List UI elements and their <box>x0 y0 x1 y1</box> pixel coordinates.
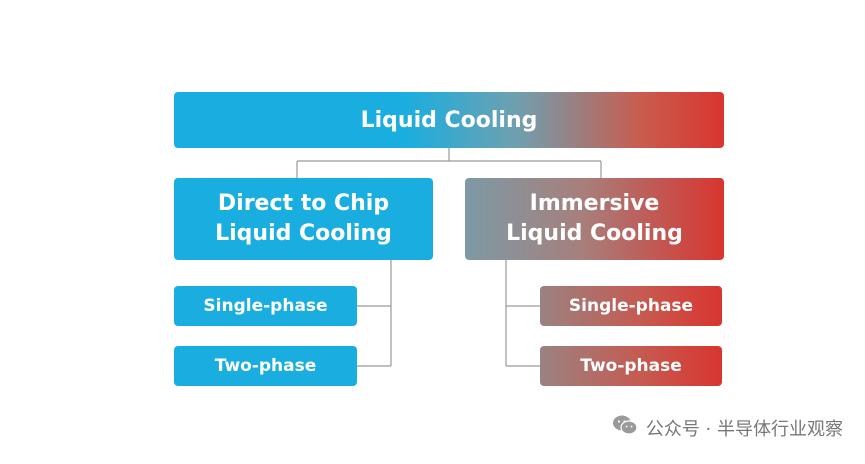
dtc-single-phase-node: Single-phase <box>174 286 357 326</box>
direct-to-chip-node: Direct to Chip Liquid Cooling <box>174 178 433 260</box>
imm-two-phase-node: Two-phase <box>540 346 722 386</box>
imm-single-phase-node: Single-phase <box>540 286 722 326</box>
watermark-text: 公众号 · 半导体行业观察 <box>645 418 843 440</box>
imm-two-phase-label: Two-phase <box>580 356 682 376</box>
immersive-line2: Liquid Cooling <box>506 221 683 246</box>
immersive-line1: Immersive <box>529 191 660 216</box>
direct-to-chip-line2: Liquid Cooling <box>215 221 392 246</box>
dtc-two-phase-node: Two-phase <box>174 346 357 386</box>
liquid-cooling-node: Liquid Cooling <box>174 92 724 148</box>
dtc-single-phase-label: Single-phase <box>203 296 328 316</box>
liquid-cooling-label: Liquid Cooling <box>360 107 538 133</box>
dtc-two-phase-label: Two-phase <box>214 356 317 376</box>
imm-single-phase-label: Single-phase <box>568 296 694 316</box>
wechat-icon <box>612 414 638 441</box>
immersive-node: Immersive Liquid Cooling <box>465 178 724 260</box>
watermark: 公众号 · 半导体行业观察 <box>612 414 843 441</box>
direct-to-chip-line1: Direct to Chip <box>217 191 390 216</box>
